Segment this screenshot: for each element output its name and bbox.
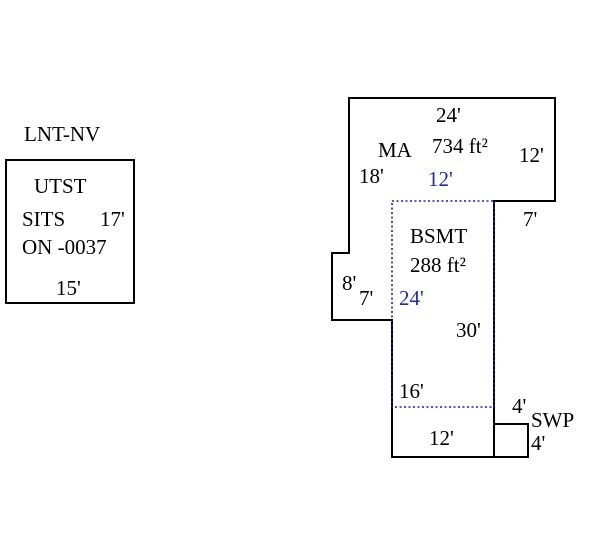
house-dim-left-upper: 18' (359, 164, 384, 188)
shed-line-2: SITS (22, 207, 65, 231)
shed-line-1: UTST (34, 174, 87, 198)
bump-dim-outer: 8' (342, 271, 356, 295)
swp-label: SWP (531, 408, 574, 432)
swp-outline (493, 423, 529, 458)
house-dim-right-upper: 12' (519, 143, 544, 167)
house-dim-top: 24' (436, 103, 461, 127)
main-area-size: 734 ft² (432, 134, 488, 158)
bsmt-dim-left: 24' (399, 286, 424, 310)
bump-dim-inner: 7' (359, 286, 373, 310)
shed-title: LNT-NV (24, 122, 100, 146)
house-outline (331, 97, 556, 458)
bsmt-size: 288 ft² (410, 253, 466, 277)
house-group: 24' MA 734 ft² 12' 18' 12' 7' BSMT 288 f… (331, 97, 574, 458)
shed-line-3: ON -0037 (22, 235, 107, 259)
bsmt-dim-bottom: 16' (399, 379, 424, 403)
bsmt-dim-top: 12' (428, 167, 453, 191)
basement-outline (391, 200, 495, 408)
house-dim-right-lower: 30' (456, 318, 481, 342)
shed-dim-bottom: 15' (56, 276, 81, 300)
shed-dim-right: 17' (100, 207, 125, 231)
house-dim-bottom: 12' (429, 426, 454, 450)
main-area-label: MA (378, 138, 413, 162)
shed-outline (5, 159, 135, 304)
shed-group: LNT-NV UTST SITS 17' ON -0037 15' (5, 122, 135, 304)
bsmt-label: BSMT (410, 224, 467, 248)
house-dim-step-right: 7' (523, 207, 537, 231)
swp-dim-top: 4' (512, 394, 526, 418)
swp-dim-right: 4' (531, 431, 545, 455)
